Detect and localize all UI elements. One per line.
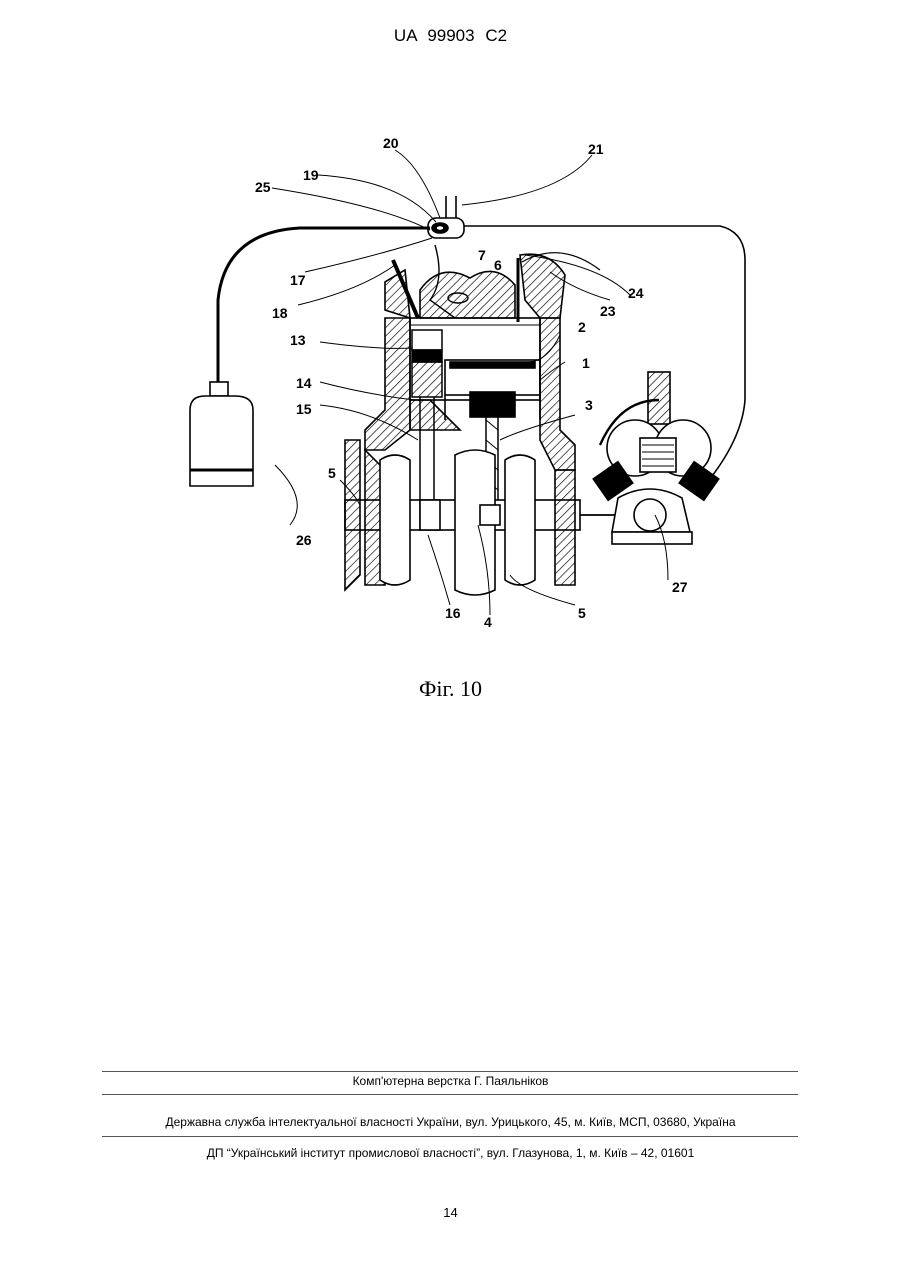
- patent-id: UA 99903 C2: [0, 26, 901, 46]
- label-7: 7: [478, 247, 486, 263]
- label-15: 15: [296, 401, 312, 417]
- label-5-right: 5: [578, 605, 586, 621]
- label-23: 23: [600, 303, 616, 319]
- footer-rule-bottom: [102, 1136, 798, 1137]
- label-14: 14: [296, 375, 312, 391]
- footer-agency: Державна служба інтелектуальної власност…: [0, 1115, 901, 1129]
- label-6: 6: [494, 257, 502, 273]
- compressor: [593, 372, 718, 544]
- label-19: 19: [303, 167, 319, 183]
- gas-tank: [190, 382, 253, 486]
- footer-typesetting: Комп'ютерна верстка Г. Паяльніков: [0, 1074, 901, 1088]
- label-1: 1: [582, 355, 590, 371]
- label-3: 3: [585, 397, 593, 413]
- label-2: 2: [578, 319, 586, 335]
- label-27: 27: [672, 579, 688, 595]
- footer-rule-middle: [102, 1094, 798, 1095]
- label-16: 16: [445, 605, 461, 621]
- label-17: 17: [290, 272, 306, 288]
- label-21: 21: [588, 141, 604, 157]
- label-26: 26: [296, 532, 312, 548]
- piston: [445, 360, 540, 420]
- page-number: 14: [0, 1205, 901, 1220]
- footer-institute: ДП “Український інститут промислової вла…: [0, 1146, 901, 1160]
- label-5-left: 5: [328, 465, 336, 481]
- label-24: 24: [628, 285, 644, 301]
- figure-caption: Фіг. 10: [0, 676, 901, 702]
- label-13: 13: [290, 332, 306, 348]
- engine-diagram: 20 21 19 25 17 18 7 6 23 24 2 1 13 14 15…: [170, 128, 770, 648]
- label-25: 25: [255, 179, 271, 195]
- label-4: 4: [484, 614, 492, 630]
- label-18: 18: [272, 305, 288, 321]
- footer-rule-top: [102, 1071, 798, 1072]
- label-20: 20: [383, 135, 399, 151]
